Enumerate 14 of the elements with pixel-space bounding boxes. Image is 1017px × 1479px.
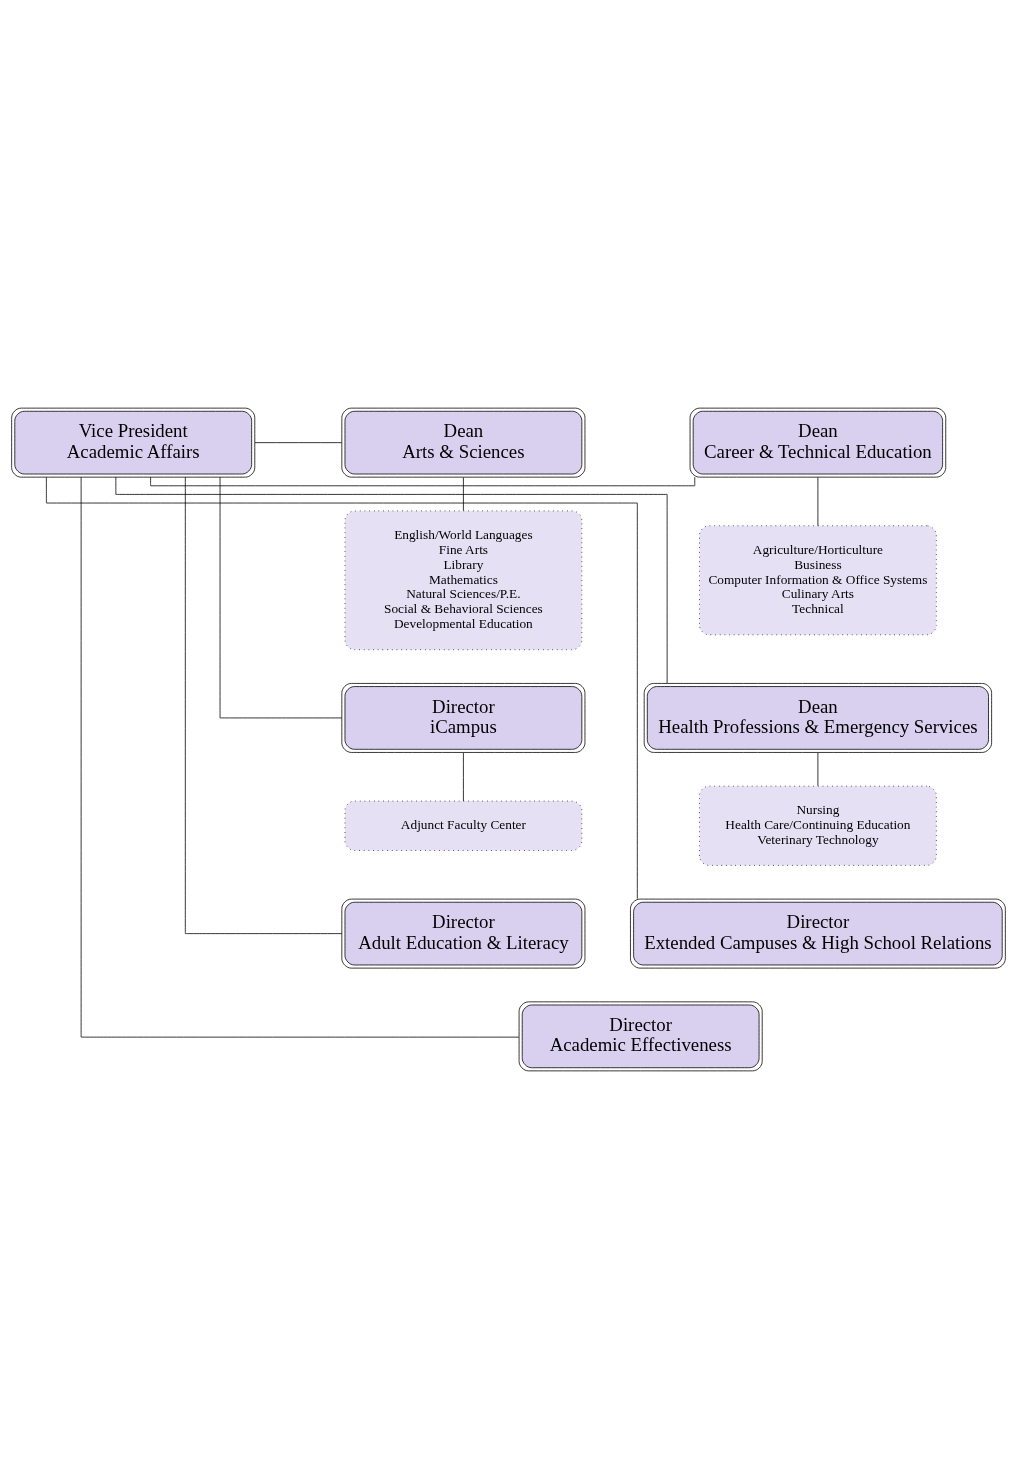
node-box: Agriculture/Horticulture Business Computer Information & Office Systems Culinary Arts Technical xyxy=(699,525,937,636)
node-box: English/World Languages Fine Arts Library Mathematics Natural Sciences/P.E. Social & Behavioral Sciences Developmental Education xyxy=(344,510,583,651)
connector xyxy=(254,442,343,444)
node-box: Nursing Health Care/Continuing Education Veterinary Technology xyxy=(699,785,937,866)
connector xyxy=(115,476,668,684)
connector xyxy=(184,476,343,934)
connector xyxy=(463,752,464,802)
connector xyxy=(46,477,638,900)
connector xyxy=(219,476,343,719)
connector xyxy=(150,476,696,487)
connector xyxy=(80,476,520,1038)
connector xyxy=(817,752,819,787)
connector xyxy=(463,477,464,512)
node-box: Adjunct Faculty Center xyxy=(344,800,583,851)
